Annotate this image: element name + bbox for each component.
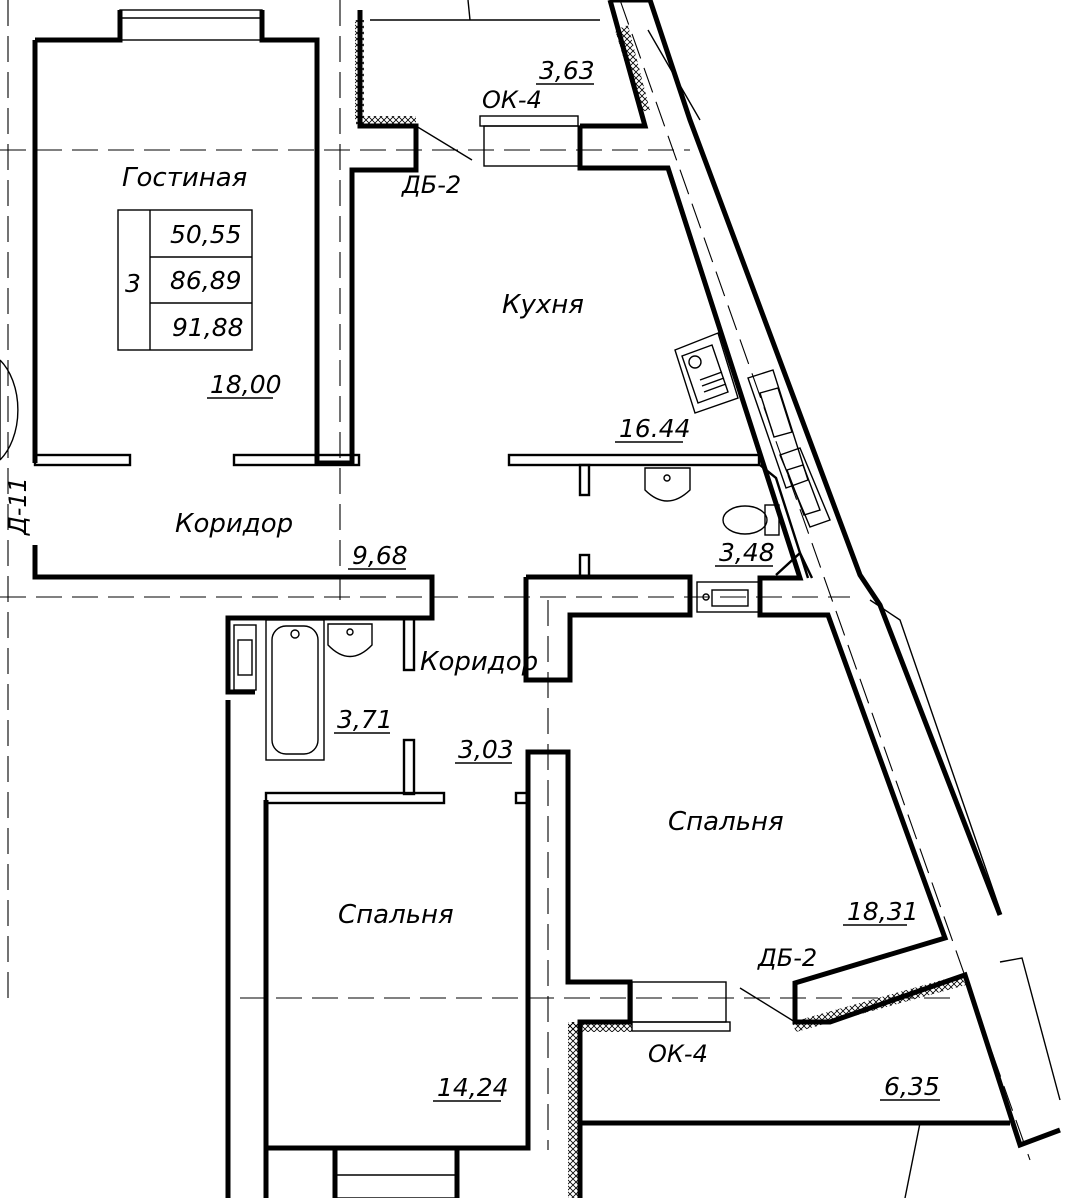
balcony-outlines (647, 29, 1061, 1101)
svg-text:3,03: 3,03 (458, 735, 514, 764)
svg-text:18,31: 18,31 (847, 897, 919, 926)
area-wc: 3,48 (715, 538, 775, 567)
summary-table: 3 50,55 86,89 91,88 (117, 209, 253, 351)
window-tag-top: ОК-4 (482, 86, 542, 114)
area-corridor: 9,68 (348, 541, 408, 570)
room-kitchen-label: Кухня (502, 290, 584, 320)
kitchen-sink-icon (674, 332, 739, 414)
doors (0, 0, 921, 1198)
area-bedroom-2: 18,31 (843, 897, 919, 926)
living-area-value: 50,55 (170, 220, 242, 249)
area-kitchen: 16.44 (615, 414, 691, 443)
area-bathroom: 3,71 (334, 705, 393, 734)
window-bottom (334, 981, 731, 1198)
area-balcony-bottom: 6,35 (880, 1072, 940, 1101)
total-area-value: 86,89 (170, 266, 242, 295)
total-area-balcony-value: 91,88 (172, 313, 244, 342)
area-balcony-top: 3,63 (536, 56, 595, 85)
room-bedroom-2-label: Спальня (668, 807, 784, 837)
door-tag-top: ДБ-2 (401, 171, 461, 199)
partitions (33, 453, 814, 805)
window-right (747, 369, 831, 528)
room-corridor-label: Коридор (175, 509, 293, 539)
door-tag-bottom: ДБ-2 (757, 944, 817, 972)
room-living-label: Гостиная (122, 163, 247, 193)
door-tag-left: Д-11 (4, 477, 32, 536)
area-bedroom-1: 14,24 (433, 1073, 509, 1102)
rooms-count: 3 (125, 269, 141, 298)
toilet-icon (722, 504, 780, 536)
svg-text:3,71: 3,71 (337, 705, 393, 734)
bathtub-icon (265, 619, 325, 761)
area-corridor-2: 3,03 (455, 735, 514, 764)
svg-text:9,68: 9,68 (352, 541, 408, 570)
svg-text:16.44: 16.44 (619, 414, 691, 443)
area-living: 18,00 (207, 370, 282, 399)
svg-text:6,35: 6,35 (884, 1072, 940, 1101)
room-bedroom-1-label: Спальня (338, 900, 454, 930)
room-corridor-2-label: Коридор (420, 647, 538, 677)
bathroom-basin-icon (327, 623, 373, 658)
window-tag-bottom: ОК-4 (648, 1040, 708, 1068)
boiler-icon (696, 581, 760, 613)
svg-text:3,48: 3,48 (719, 538, 775, 567)
svg-text:18,00: 18,00 (210, 370, 282, 399)
radiator-icon (233, 624, 257, 691)
svg-text:3,63: 3,63 (539, 56, 595, 85)
wash-basin-icon (644, 467, 691, 502)
walls (32, 0, 1061, 1198)
window-top (119, 9, 600, 167)
svg-text:14,24: 14,24 (437, 1073, 509, 1102)
